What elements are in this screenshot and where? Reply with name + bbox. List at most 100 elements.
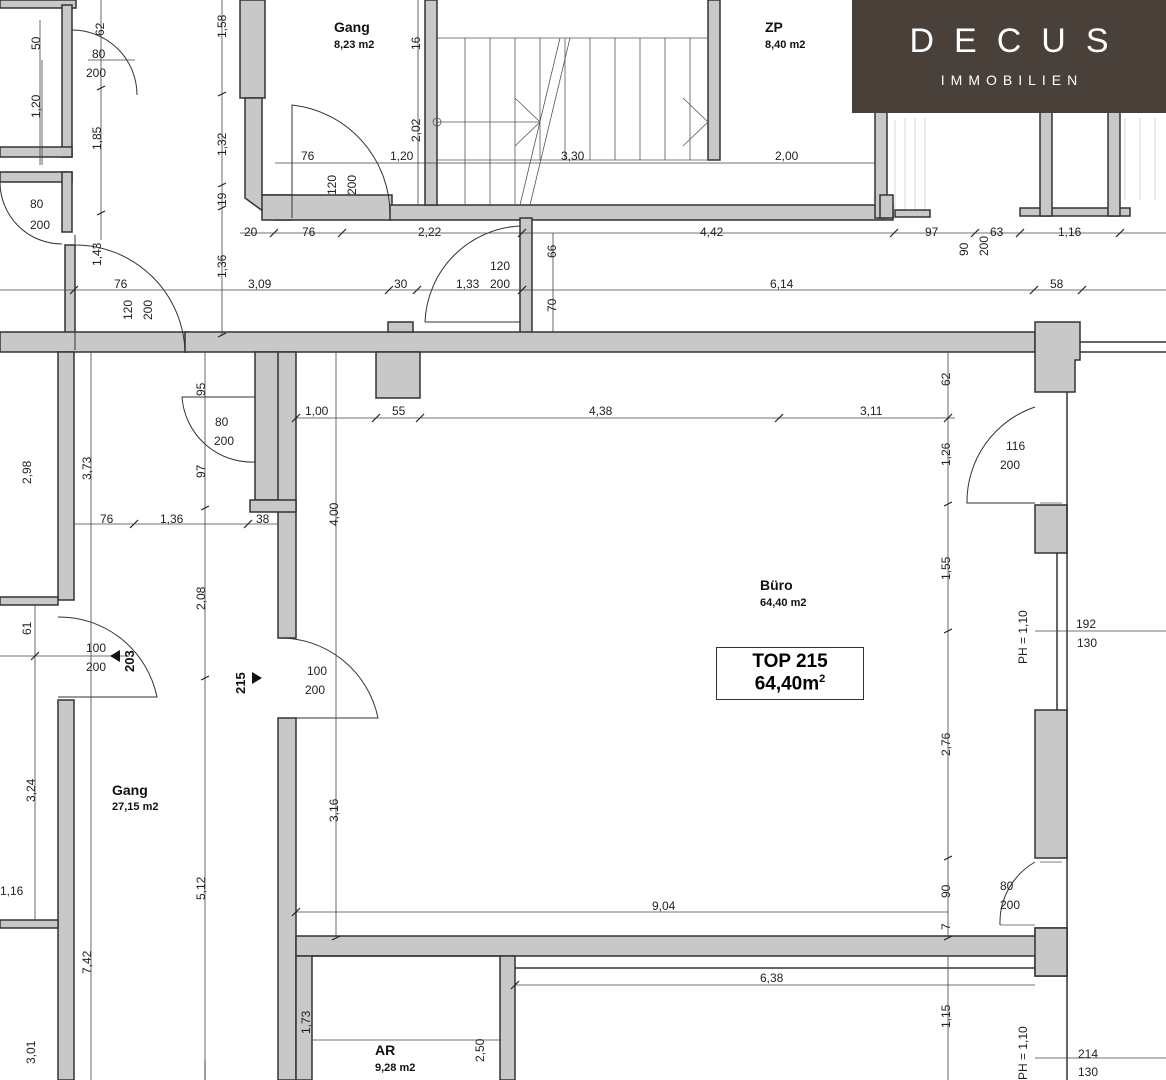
dim-label: 200 xyxy=(86,66,106,80)
marker-203: 203 xyxy=(110,650,137,672)
dimension-labels-vertical: 62 50 1,20 1,85 1,58 16 1,32 2,02 120 20… xyxy=(20,14,1030,1080)
dim-label: 200 xyxy=(1000,458,1020,472)
logo-subtitle: IMMOBILIEN xyxy=(940,72,1084,88)
terrace-hatch xyxy=(894,118,1156,210)
dim-label: 3,01 xyxy=(24,1040,38,1064)
unit-area: 64,40m2 xyxy=(717,673,863,695)
dim-label: 200 xyxy=(1000,898,1020,912)
dim-label: 80 xyxy=(215,415,229,429)
unit-label: TOP 215 xyxy=(752,651,828,672)
unit-label-box: TOP 215 64,40m2 xyxy=(716,647,864,700)
room-area-zp: 8,40 m2 xyxy=(765,39,805,51)
dim-label: 2,98 xyxy=(20,460,34,484)
dimension-ticks xyxy=(30,85,1125,990)
room-name-ar: AR xyxy=(375,1042,395,1058)
dim-label: 1,36 xyxy=(215,254,229,278)
dim-label: 100 xyxy=(86,641,106,655)
dim-label: PH = 1,10 xyxy=(1016,610,1030,664)
dim-label: 200 xyxy=(30,218,50,232)
dim-label: 1,33 xyxy=(456,277,480,291)
dim-label: 1,85 xyxy=(90,126,104,150)
room-area-ar: 9,28 m2 xyxy=(375,1062,415,1074)
dim-label: 214 xyxy=(1078,1047,1098,1061)
dim-label: 1,36 xyxy=(160,512,184,526)
dim-label: 200 xyxy=(977,236,991,256)
logo-name: DECUS xyxy=(909,22,1129,60)
dim-label: 70 xyxy=(545,298,559,312)
dim-label: 63 xyxy=(990,225,1004,239)
dim-label: 200 xyxy=(214,434,234,448)
dim-label: 130 xyxy=(1077,636,1097,650)
dim-label: 120 xyxy=(325,175,339,195)
room-area-buero: 64,40 m2 xyxy=(760,597,806,609)
room-area-gang-left: 27,15 m2 xyxy=(112,801,158,813)
dim-label: 4,38 xyxy=(589,404,613,418)
dim-label: 1,55 xyxy=(939,556,953,580)
room-area-gang-top: 8,23 m2 xyxy=(334,39,374,51)
dim-label: 16 xyxy=(409,36,423,50)
unit-area-value: 64,40m xyxy=(754,673,820,695)
dim-label: 90 xyxy=(939,884,953,898)
dim-label: 1,26 xyxy=(939,442,953,466)
unit-area-sup: 2 xyxy=(819,673,826,685)
dim-label: PH = 1,10 xyxy=(1016,1026,1030,1080)
dim-label: 2,00 xyxy=(775,149,799,163)
dim-label: 2,50 xyxy=(473,1038,487,1062)
dim-label: 200 xyxy=(86,660,106,674)
dim-label: 3,30 xyxy=(561,149,585,163)
dim-label: 200 xyxy=(141,300,155,320)
room-name-buero: Büro xyxy=(760,577,793,593)
decus-logo: DECUS IMMOBILIEN xyxy=(852,0,1166,113)
dim-label: 1,32 xyxy=(215,132,229,156)
dim-label: 120 xyxy=(121,300,135,320)
dim-label: 20 xyxy=(244,225,258,239)
dim-label: 120 xyxy=(490,259,510,273)
dim-label: 3,11 xyxy=(860,404,883,418)
dim-label: 97 xyxy=(925,225,939,239)
dim-label: 76 xyxy=(302,225,316,239)
dim-label: 3,73 xyxy=(80,456,94,480)
room-name-gang-top: Gang xyxy=(334,19,370,35)
dim-label: 30 xyxy=(394,277,408,291)
arrow-icon xyxy=(110,650,120,662)
dim-label: 62 xyxy=(93,22,107,36)
dim-label: 1,73 xyxy=(299,1010,313,1034)
dim-label: 3,24 xyxy=(24,778,38,802)
arrow-icon xyxy=(252,672,262,684)
dim-label: 2,76 xyxy=(939,732,953,756)
dim-label: 200 xyxy=(305,683,325,697)
dim-label: 80 xyxy=(92,47,106,61)
dim-label: 2,08 xyxy=(194,586,208,610)
dim-label: 1,58 xyxy=(215,14,229,38)
room-name-zp: ZP xyxy=(765,19,783,35)
dim-label: 76 xyxy=(301,149,315,163)
dim-label: 1,15 xyxy=(939,1004,953,1028)
dim-label: 4,00 xyxy=(327,502,341,526)
marker-215: 215 xyxy=(233,672,262,694)
staircase xyxy=(432,37,709,206)
dim-label: 200 xyxy=(490,277,510,291)
dim-label: 1,16 xyxy=(0,884,24,898)
dim-label: 66 xyxy=(545,244,559,258)
dim-label: 3,09 xyxy=(248,277,272,291)
dim-label: 80 xyxy=(1000,879,1014,893)
dim-label: 62 xyxy=(939,372,953,386)
dim-label: 1,00 xyxy=(305,404,329,418)
dim-label: 200 xyxy=(345,175,359,195)
dim-label: 55 xyxy=(392,404,406,418)
doors xyxy=(0,29,1036,1080)
dim-label: 19 xyxy=(215,192,229,206)
dim-label: 6,14 xyxy=(770,277,794,291)
dim-label: 50 xyxy=(29,36,43,50)
dim-label: 5,12 xyxy=(194,876,208,900)
dim-label: 58 xyxy=(1050,277,1064,291)
dim-label: 76 xyxy=(100,512,114,526)
dim-label: 1,43 xyxy=(90,242,104,266)
dim-label: 90 xyxy=(957,242,971,256)
dim-label: 97 xyxy=(194,464,208,478)
dim-label: 4,42 xyxy=(700,225,724,239)
dim-label: 2,02 xyxy=(409,118,423,142)
dim-label: 3,16 xyxy=(327,798,341,822)
dim-label: 38 xyxy=(256,512,270,526)
